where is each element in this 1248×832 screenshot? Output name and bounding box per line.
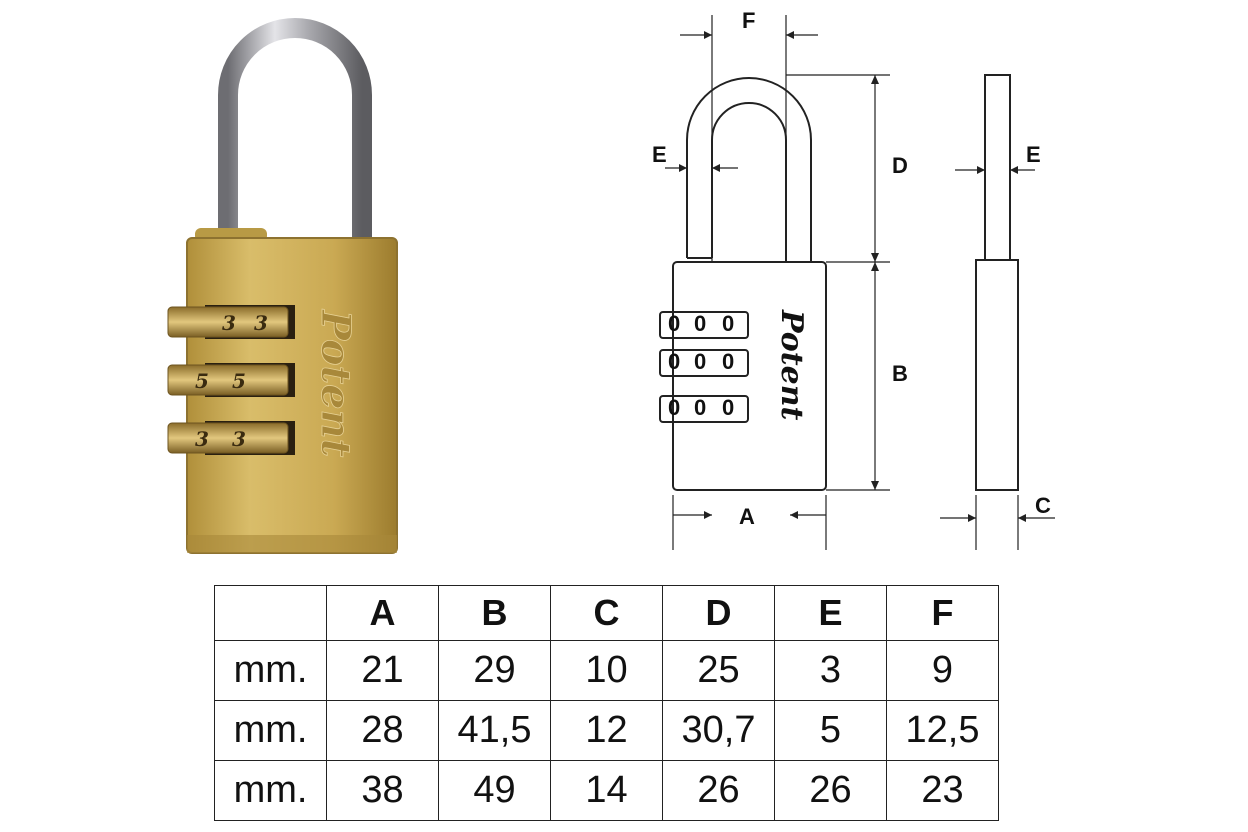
svg-text:3: 3 bbox=[195, 427, 209, 451]
label-a: A bbox=[739, 504, 755, 529]
table-cell: 30,7 bbox=[662, 700, 775, 761]
svg-text:0: 0 bbox=[694, 311, 706, 336]
dimensions-table: A B C D E F mm. 21 29 10 25 3 9 mm. 28 4… bbox=[214, 585, 999, 821]
engraved-brand: Potent bbox=[312, 309, 359, 458]
svg-text:0: 0 bbox=[694, 349, 706, 374]
table-header-cell: C bbox=[550, 585, 663, 641]
table-cell: 38 bbox=[326, 760, 439, 821]
svg-text:3: 3 bbox=[222, 311, 236, 335]
svg-text:0: 0 bbox=[668, 395, 680, 420]
table-header-cell: F bbox=[886, 585, 999, 641]
table-cell: 14 bbox=[550, 760, 663, 821]
table-row: mm. 21 29 10 25 3 9 bbox=[214, 640, 999, 701]
diagram-brand: Potent bbox=[774, 309, 809, 421]
padlock-photo: 3 3 5 5 3 3 Potent bbox=[167, 18, 398, 554]
table-cell: 5 bbox=[774, 700, 887, 761]
table-header-cell: B bbox=[438, 585, 551, 641]
table-cell: 26 bbox=[662, 760, 775, 821]
svg-text:0: 0 bbox=[722, 349, 734, 374]
table-cell: 41,5 bbox=[438, 700, 551, 761]
table-header-cell: E bbox=[774, 585, 887, 641]
row-unit-label: mm. bbox=[214, 700, 327, 761]
row-unit-label: mm. bbox=[214, 760, 327, 821]
label-d: D bbox=[892, 153, 908, 178]
table-cell: 21 bbox=[326, 640, 439, 701]
label-f: F bbox=[742, 8, 755, 33]
label-e-front: E bbox=[652, 142, 667, 167]
table-header-cell: A bbox=[326, 585, 439, 641]
svg-text:0: 0 bbox=[694, 395, 706, 420]
svg-text:5: 5 bbox=[195, 369, 209, 393]
label-e-side: E bbox=[1026, 142, 1041, 167]
svg-text:0: 0 bbox=[722, 311, 734, 336]
table-cell: 12,5 bbox=[886, 700, 999, 761]
label-c: C bbox=[1035, 493, 1051, 518]
row-unit-label: mm. bbox=[214, 640, 327, 701]
svg-text:0: 0 bbox=[722, 395, 734, 420]
table-cell: 49 bbox=[438, 760, 551, 821]
svg-text:0: 0 bbox=[668, 349, 680, 374]
svg-text:3: 3 bbox=[254, 311, 268, 335]
combination-wheels: 3 3 5 5 3 3 bbox=[167, 305, 295, 455]
table-row: mm. 38 49 14 26 26 23 bbox=[214, 760, 999, 821]
table-cell: 3 bbox=[774, 640, 887, 701]
table-cell: 29 bbox=[438, 640, 551, 701]
svg-text:3: 3 bbox=[232, 427, 246, 451]
table-header-cell: D bbox=[662, 585, 775, 641]
table-cell: 28 bbox=[326, 700, 439, 761]
shackle bbox=[218, 18, 372, 240]
table-cell: 9 bbox=[886, 640, 999, 701]
svg-text:5: 5 bbox=[232, 369, 246, 393]
table-header-cell bbox=[214, 585, 327, 641]
table-row: mm. 28 41,5 12 30,7 5 12,5 bbox=[214, 700, 999, 761]
table-cell: 23 bbox=[886, 760, 999, 821]
table-header-row: A B C D E F bbox=[214, 585, 999, 641]
table-cell: 26 bbox=[774, 760, 887, 821]
table-cell: 10 bbox=[550, 640, 663, 701]
table-cell: 12 bbox=[550, 700, 663, 761]
table-cell: 25 bbox=[662, 640, 775, 701]
svg-text:0: 0 bbox=[668, 311, 680, 336]
label-b: B bbox=[892, 361, 908, 386]
